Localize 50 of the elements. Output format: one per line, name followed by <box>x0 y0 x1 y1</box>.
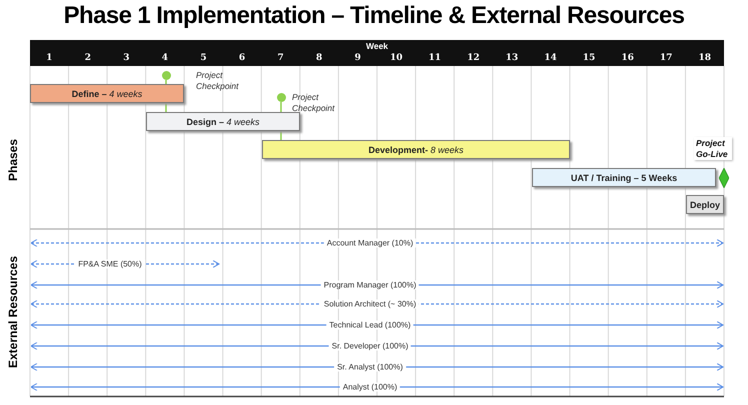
title: Phase 1 Implementation – Timeline & External Resources <box>62 2 686 30</box>
section-label: Phases <box>5 138 21 184</box>
week-number: 13 <box>504 53 520 63</box>
week-number: 11 <box>428 53 442 63</box>
checkpoint-marker <box>276 93 286 102</box>
week-number: 5 <box>199 53 208 63</box>
phase-bar <box>30 84 184 103</box>
phase-label: Deploy <box>690 200 720 210</box>
checkpoint-marker <box>162 71 170 80</box>
week-number: 7 <box>276 53 285 63</box>
week-number: 8 <box>315 53 324 63</box>
week-number: 18 <box>697 53 712 63</box>
resource-label: FP&A SME (50%) <box>75 260 145 268</box>
connector-line <box>165 80 167 84</box>
week-number: 10 <box>389 53 404 63</box>
phase-bar <box>532 168 716 187</box>
phase-label: Development- 8 weeks <box>368 144 464 154</box>
header-label: Week <box>364 41 390 51</box>
phase-bar <box>146 112 300 131</box>
checkpoint-note: Project Checkpoint <box>292 92 334 114</box>
resource-label: Program Manager (100%) <box>320 280 420 290</box>
connector-line <box>280 131 282 140</box>
week-number: 17 <box>658 53 674 63</box>
week-number: 1 <box>45 53 54 63</box>
week-number: 4 <box>160 53 170 63</box>
week-number: 14 <box>543 53 558 63</box>
resource-label: Account Manager (10%) <box>324 238 416 248</box>
week-number: 12 <box>466 53 481 63</box>
checkpoint-note: Project Checkpoint <box>196 70 238 92</box>
phase-label: UAT / Training – 5 Weeks <box>570 172 678 182</box>
connector-line <box>280 102 282 112</box>
phase-label: Design – 4 weeks <box>186 116 260 126</box>
resource-label: Technical Lead (100%) <box>326 320 414 330</box>
resource-label: Solution Architect (~ 30%) <box>320 300 420 308</box>
resource-label: Analyst (100%) <box>340 382 400 392</box>
week-number: 16 <box>620 53 635 63</box>
week-number: 2 <box>84 53 92 63</box>
resource-label: Sr. Analyst (100%) <box>334 362 406 372</box>
week-number: 6 <box>238 53 246 63</box>
resource-label: Sr. Developer (100%) <box>328 342 412 350</box>
week-number: 3 <box>122 53 131 63</box>
section-label: External Resources <box>5 254 21 370</box>
connector-line <box>165 103 167 112</box>
week-number: 15 <box>582 53 596 63</box>
phase-label: Define – 4 weeks <box>72 88 142 98</box>
phase-bar <box>686 195 724 214</box>
phase-bar <box>262 140 570 159</box>
week-number: 9 <box>354 53 362 63</box>
milestone-note: Project Go-Live <box>694 137 732 160</box>
milestone-diamond <box>719 168 729 188</box>
